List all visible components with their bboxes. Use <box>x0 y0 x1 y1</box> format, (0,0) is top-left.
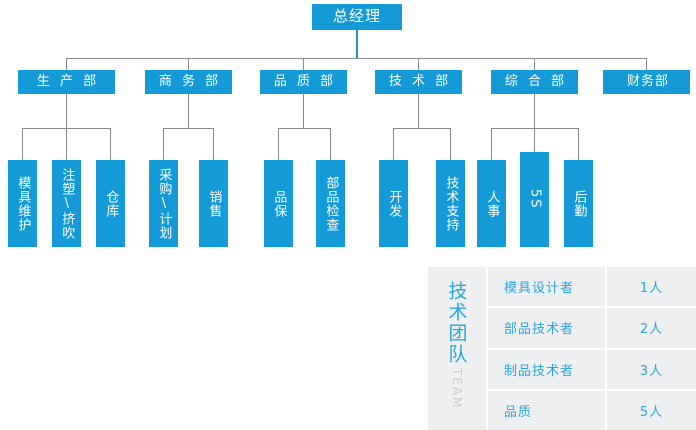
team-role-name: 制品技术者 <box>504 363 575 379</box>
connector-general-stem <box>534 94 535 128</box>
connector-business-stem <box>188 94 189 128</box>
org-node-leaf-tech-support[interactable]: 技术支持 <box>436 160 465 247</box>
connector-root-vertical <box>356 30 358 58</box>
team-title-en: TEAM <box>450 368 464 410</box>
org-node-leaf-mold-maintenance[interactable]: 模具维护 <box>8 160 37 247</box>
connector-drop-dept-1 <box>66 58 67 70</box>
org-node-leaf-purchase-plan[interactable]: 采购\计划 <box>149 160 178 247</box>
connector-business-drop-2 <box>213 128 214 160</box>
connector-production-drop-2 <box>66 128 67 160</box>
connector-technical-drop-2 <box>450 128 451 160</box>
team-role-count: 5人 <box>605 390 696 430</box>
connector-business-bus <box>163 128 213 129</box>
org-node-dept-production[interactable]: 生 产 部 <box>18 70 115 94</box>
connector-technical-stem <box>418 94 419 128</box>
org-node-leaf-warehouse[interactable]: 仓库 <box>96 160 125 247</box>
table-row[interactable]: 制品技术者 3人 <box>488 349 696 391</box>
connector-production-drop-3 <box>110 128 111 160</box>
connector-production-stem <box>66 94 67 128</box>
connector-drop-dept-3 <box>303 58 304 70</box>
team-role-count: 2人 <box>605 308 696 348</box>
org-node-dept-finance[interactable]: 财务部 <box>603 70 690 94</box>
org-node-leaf-logistics[interactable]: 后勤 <box>564 160 593 247</box>
connector-general-drop-2 <box>534 128 535 152</box>
org-node-dept-business[interactable]: 商 务 部 <box>145 70 232 94</box>
connector-general-drop-1 <box>491 128 492 160</box>
team-role-name: 模具设计者 <box>504 281 575 297</box>
team-role-name: 部品技术者 <box>504 322 575 338</box>
org-node-dept-quality[interactable]: 品 质 部 <box>260 70 347 94</box>
table-row[interactable]: 模具设计者 1人 <box>488 267 696 309</box>
org-node-leaf-quality-assurance[interactable]: 品保 <box>264 160 293 247</box>
connector-technical-bus <box>393 128 450 129</box>
org-node-leaf-5s[interactable]: 5S <box>520 152 549 247</box>
connector-drop-dept-4 <box>418 58 419 70</box>
connector-quality-stem <box>303 94 304 128</box>
team-title-cn: 技术团队 <box>445 281 468 365</box>
table-row[interactable]: 品质 5人 <box>488 390 696 430</box>
team-table-rows: 模具设计者 1人 部品技术者 2人 制品技术者 3人 品质 5人 <box>486 267 696 430</box>
connector-quality-drop-1 <box>278 128 279 160</box>
connector-drop-dept-2 <box>188 58 189 70</box>
org-node-dept-technical[interactable]: 技 术 部 <box>375 70 462 94</box>
team-role-name: 品质 <box>504 404 533 420</box>
connector-quality-bus <box>278 128 330 129</box>
connector-technical-drop-1 <box>393 128 394 160</box>
org-node-dept-general[interactable]: 综 合 部 <box>491 70 578 94</box>
org-node-leaf-parts-inspection[interactable]: 部品检查 <box>316 160 345 247</box>
team-role-count: 3人 <box>605 349 696 389</box>
connector-production-drop-1 <box>22 128 23 160</box>
team-table: 技术团队 TEAM 模具设计者 1人 部品技术者 2人 制品技术者 3人 品质 … <box>428 267 696 430</box>
table-row[interactable]: 部品技术者 2人 <box>488 308 696 350</box>
connector-top-bus <box>66 58 646 59</box>
org-node-leaf-sales[interactable]: 销售 <box>199 160 228 247</box>
org-node-leaf-development[interactable]: 开发 <box>379 160 408 247</box>
org-node-root[interactable]: 总经理 <box>312 4 402 30</box>
connector-drop-dept-5 <box>534 58 535 70</box>
team-role-count: 1人 <box>605 267 696 307</box>
connector-drop-dept-6 <box>646 58 647 70</box>
org-node-leaf-hr[interactable]: 人事 <box>477 160 506 247</box>
org-node-leaf-injection-blow[interactable]: 注塑\挤吹 <box>52 160 81 247</box>
connector-general-drop-3 <box>578 128 579 160</box>
connector-quality-drop-2 <box>330 128 331 160</box>
team-table-title: 技术团队 TEAM <box>428 267 486 430</box>
connector-business-drop-1 <box>163 128 164 160</box>
